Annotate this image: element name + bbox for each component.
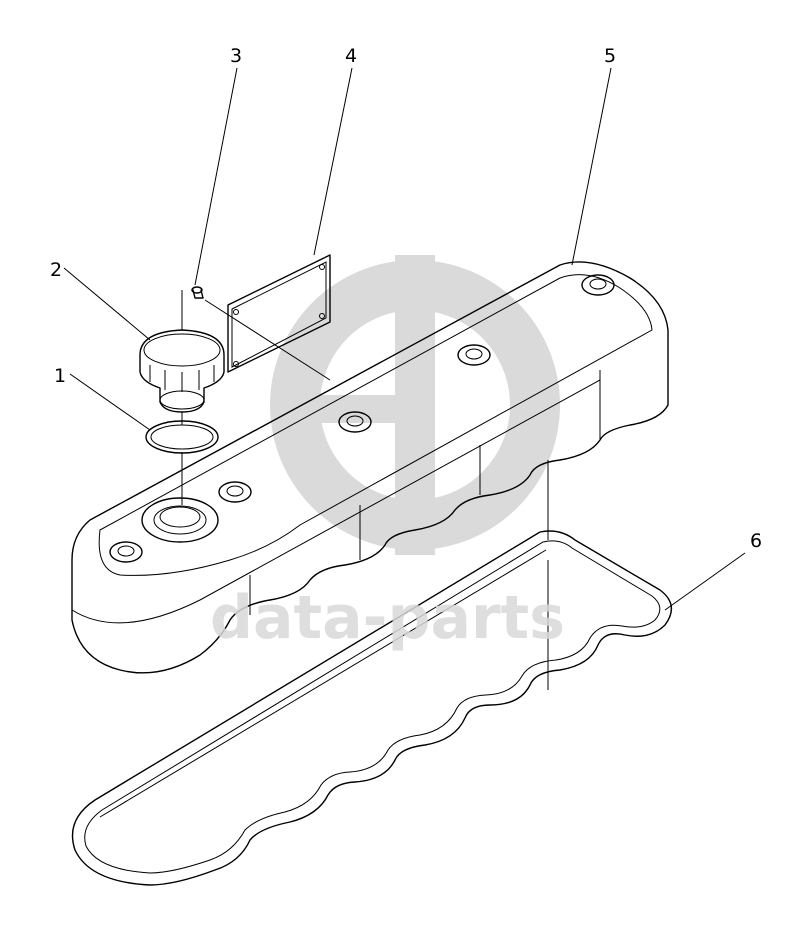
leader-3 xyxy=(194,67,238,286)
leader-1 xyxy=(69,373,151,431)
nameplate xyxy=(227,254,331,373)
callout-2: 2 xyxy=(50,259,62,281)
grommet xyxy=(109,541,143,563)
watermark-text: data-parts xyxy=(210,583,565,653)
callout-4: 4 xyxy=(345,45,357,67)
callout-leaders xyxy=(63,67,746,611)
callout-5: 5 xyxy=(604,45,616,67)
callout-numbers: 1 2 3 4 5 6 xyxy=(50,45,762,552)
leader-6 xyxy=(664,552,746,611)
callout-6: 6 xyxy=(750,530,762,552)
oil-filler-cap xyxy=(139,329,225,413)
leader-4 xyxy=(313,67,353,256)
assembly-guide-lines xyxy=(181,290,549,690)
gd-monogram-logo xyxy=(270,255,560,555)
leader-2 xyxy=(63,267,151,341)
o-ring xyxy=(145,420,219,454)
cover-gasket xyxy=(71,530,673,886)
grommet xyxy=(218,481,252,503)
grommet xyxy=(338,411,372,433)
screw xyxy=(191,286,204,299)
callout-3: 3 xyxy=(230,45,242,67)
leader-5 xyxy=(571,67,612,266)
valve-cover xyxy=(71,261,669,674)
grommet xyxy=(581,274,615,296)
callout-1: 1 xyxy=(54,365,66,387)
grommet xyxy=(457,344,491,366)
